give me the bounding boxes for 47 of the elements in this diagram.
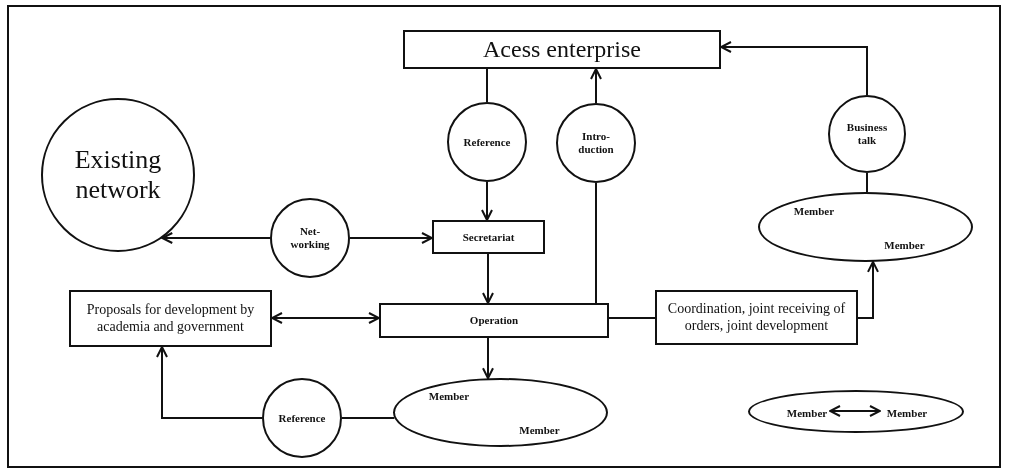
node-label: Business talk [845, 121, 889, 147]
connector-line [608, 317, 656, 319]
member-ellipse [758, 192, 973, 262]
circle-node [556, 103, 636, 183]
arrow [156, 346, 263, 419]
connector-line [341, 417, 396, 419]
node-label: Coordination, joint receiving of orders, joint development [666, 301, 847, 334]
node-label: Secretariat [461, 230, 516, 244]
arrow [481, 181, 493, 221]
arrow [349, 232, 433, 244]
circle-node [447, 102, 527, 182]
member-label: Member [884, 238, 925, 251]
member-label: Member [428, 390, 470, 403]
member-label: Member [793, 204, 835, 217]
connector-line [486, 68, 488, 103]
node-label: Intro- duction [577, 130, 615, 156]
node-label: Reference [462, 135, 512, 149]
process-box [655, 290, 858, 345]
node-label: Reference [277, 411, 327, 425]
arrow [482, 337, 494, 380]
arrow [271, 312, 380, 324]
circle-node [262, 378, 342, 458]
node-label: Proposals for development by academia and government [85, 302, 256, 335]
node-label: Net- working [289, 225, 331, 251]
member-label: Member [519, 423, 560, 436]
connector-line [595, 182, 597, 304]
arrow [720, 41, 868, 96]
arrow [829, 405, 881, 417]
process-box [69, 290, 272, 347]
arrow [590, 68, 602, 104]
node-label: Acess enterprise [482, 35, 642, 64]
node-label: Operation [468, 314, 520, 327]
circle-node [828, 95, 906, 173]
arrow [161, 232, 271, 244]
member-label: Member [886, 406, 928, 420]
process-box [403, 30, 721, 69]
process-box [379, 303, 609, 338]
circle-node [270, 198, 350, 278]
member-label: Member [786, 406, 828, 420]
connector-line [866, 172, 868, 193]
member-ellipse [748, 390, 964, 433]
circle-node [41, 98, 195, 252]
member-ellipse [393, 378, 608, 447]
arrow [857, 260, 879, 319]
node-label: Existing network [73, 145, 163, 205]
process-box [432, 220, 545, 254]
arrow [482, 253, 494, 304]
